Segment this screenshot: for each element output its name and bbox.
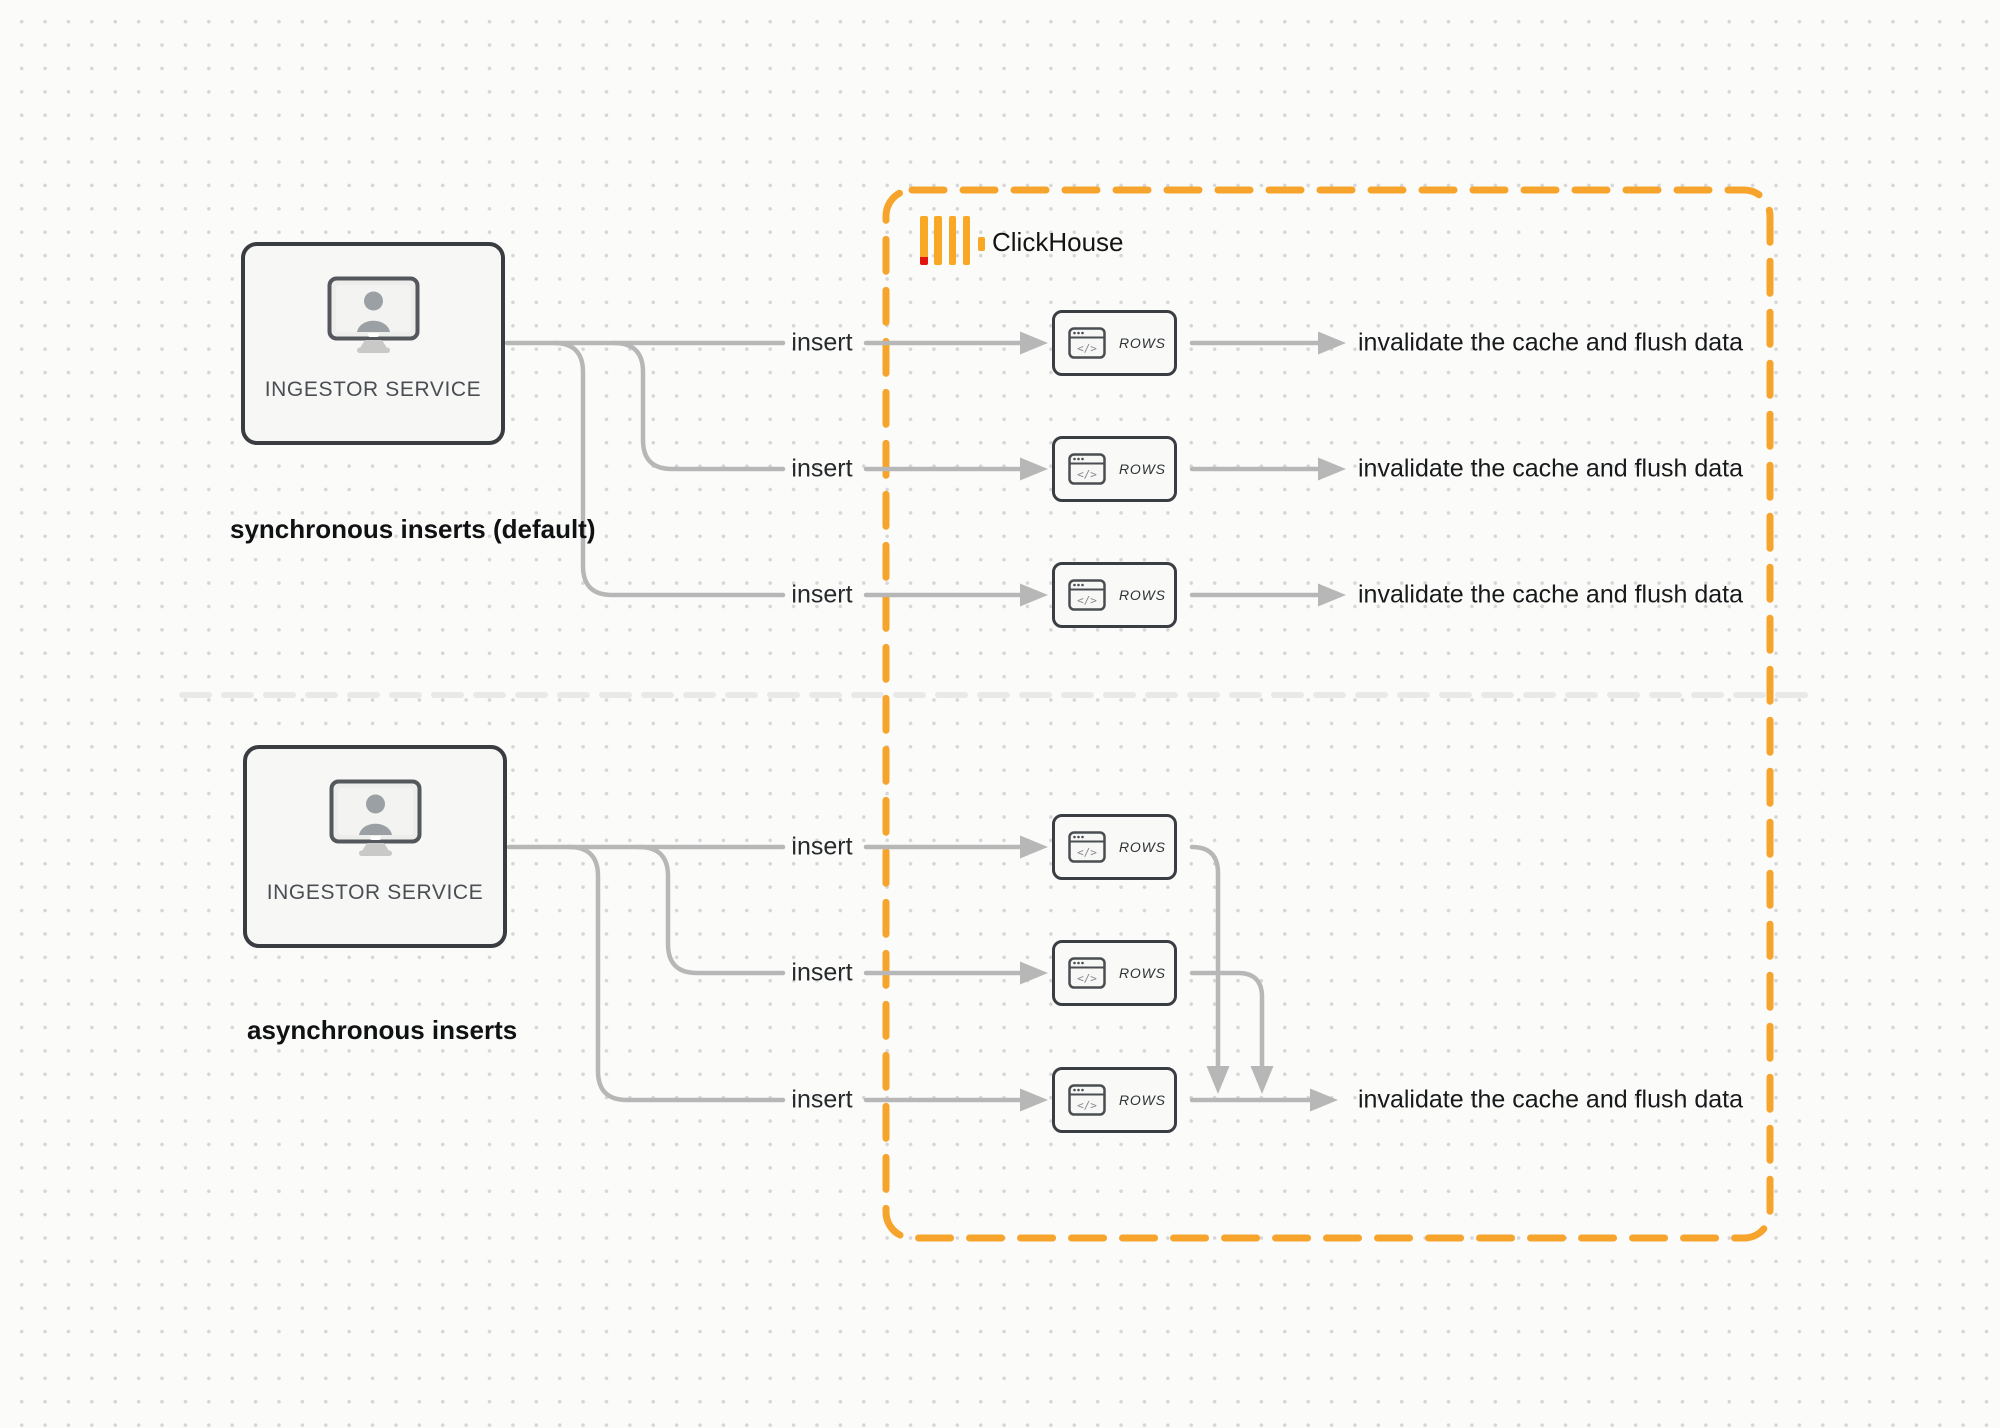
arrowhead-right-icon [1020, 583, 1048, 607]
svg-text:</>: </> [1077, 342, 1097, 355]
connector-async-merge-drop1 [1189, 844, 1221, 1069]
rows-table-card: </> ROWS [1052, 562, 1180, 631]
result-text: invalidate the cache and flush data [1358, 328, 1743, 357]
arrowhead-right-icon [1318, 457, 1346, 481]
logo-bar [934, 216, 942, 265]
clickhouse-bars-logo-icon [920, 216, 986, 265]
code-window-icon: </> [1068, 327, 1106, 359]
result-text: invalidate the cache and flush data [1358, 1085, 1743, 1114]
arrowhead-right-icon [1318, 583, 1346, 607]
svg-text:</>: </> [1077, 594, 1097, 607]
sync-section-caption: synchronous inserts (default) [230, 514, 596, 544]
rows-table-card: </> ROWS [1052, 310, 1180, 379]
clickhouse-container-border [882, 186, 1774, 1242]
rows-card-label: ROWS [1119, 461, 1166, 477]
svg-text:</>: </> [1077, 972, 1097, 985]
ingestor-service-box-sync: INGESTOR SERVICE [241, 242, 505, 445]
insert-action-label: insert [791, 832, 853, 861]
svg-text:</>: </> [1077, 468, 1097, 481]
insert-action-label: insert [791, 328, 853, 357]
logo-bar [962, 216, 971, 265]
connector-sync-branch-row3 [551, 340, 786, 598]
arrowhead-right-icon [1020, 961, 1048, 985]
logo-bar [920, 216, 928, 265]
svg-text:</>: </> [1077, 1099, 1097, 1112]
result-text: invalidate the cache and flush data [1358, 454, 1743, 483]
connector-async-branch-row2 [636, 844, 786, 976]
rows-table-card: </> ROWS [1052, 814, 1180, 883]
arrowhead-right-icon [1020, 1088, 1048, 1112]
insert-action-label: insert [791, 580, 853, 609]
insert-action-label: insert [791, 454, 853, 483]
arrowhead-right-icon [1020, 331, 1048, 355]
insert-action-label: insert [791, 958, 853, 987]
arrowhead-right-icon [1310, 1088, 1338, 1112]
rows-card-label: ROWS [1119, 965, 1166, 981]
code-window-icon: </> [1068, 579, 1106, 611]
arrowhead-right-icon [1020, 457, 1048, 481]
code-window-icon: </> [1068, 831, 1106, 863]
svg-text:</>: </> [1077, 846, 1097, 859]
ingestor-service-box-async: INGESTOR SERVICE [243, 745, 507, 948]
monitor-user-icon [327, 276, 419, 353]
async-section-caption: asynchronous inserts [247, 1015, 518, 1045]
rows-card-label: ROWS [1119, 335, 1166, 351]
arrowhead-down-icon [1250, 1066, 1274, 1094]
logo-bar [948, 216, 957, 265]
logo-bar-red-tip [920, 257, 928, 265]
insert-action-label: insert [791, 1085, 853, 1114]
logo-bar-short [977, 237, 986, 251]
rows-card-label: ROWS [1119, 839, 1166, 855]
result-text: invalidate the cache and flush data [1358, 580, 1743, 609]
ingestor-service-label: INGESTOR SERVICE [266, 881, 484, 904]
connector-sync-branch-row2 [611, 340, 786, 472]
arrowhead-right-icon [1020, 835, 1048, 859]
code-window-icon: </> [1068, 957, 1106, 989]
rows-table-card: </> ROWS [1052, 436, 1180, 505]
rows-card-label: ROWS [1119, 1092, 1166, 1108]
clickhouse-title: ClickHouse [992, 227, 1124, 257]
ingestor-service-label: INGESTOR SERVICE [264, 378, 482, 401]
connector-async-branch-row3 [566, 844, 786, 1103]
connector-async-merge-drop2 [1189, 970, 1265, 1069]
arrowhead-right-icon [1318, 331, 1346, 355]
rows-card-label: ROWS [1119, 587, 1166, 603]
monitor-user-icon [329, 779, 421, 856]
code-window-icon: </> [1068, 453, 1106, 485]
code-window-icon: </> [1068, 1084, 1106, 1116]
rows-table-card: </> ROWS [1052, 940, 1180, 1009]
arrowhead-down-icon [1206, 1066, 1230, 1094]
rows-table-card: </> ROWS [1052, 1067, 1180, 1136]
